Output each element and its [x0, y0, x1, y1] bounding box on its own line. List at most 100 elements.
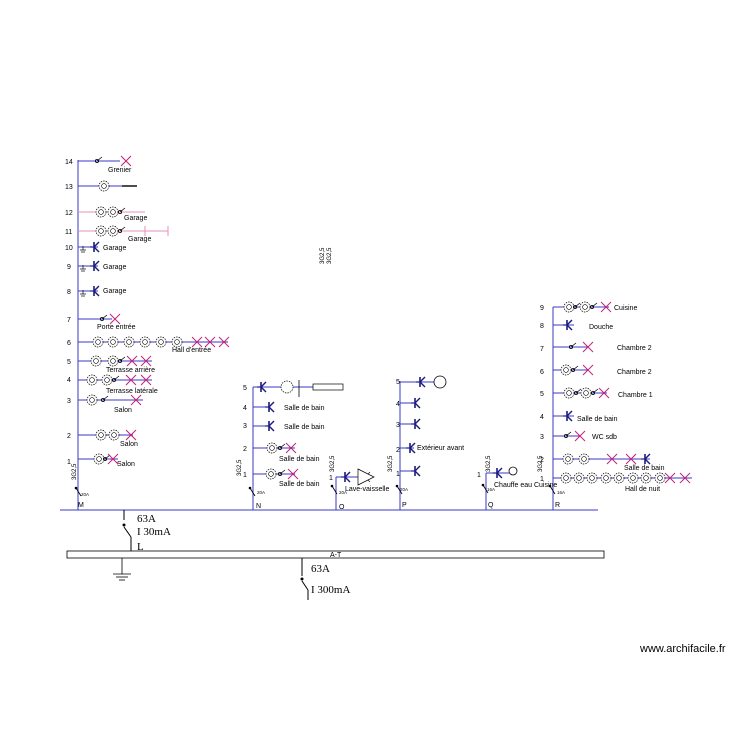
circuit-number: 13 — [65, 184, 73, 191]
luminaire-icon — [101, 374, 113, 386]
circuit-number: 1 — [477, 472, 481, 479]
socket-pin — [566, 324, 573, 331]
breaker-rating: 20A — [400, 487, 408, 492]
switch-lever — [113, 375, 120, 381]
luminaire-icon — [108, 429, 120, 441]
load-cross-icon — [109, 313, 121, 325]
group-m: 14 13 12 11 10 9 8 7 6 5 4 3 2 1 Grenier… — [65, 159, 211, 509]
luminaire-ring — [579, 301, 591, 313]
cross-stroke — [140, 355, 152, 367]
luminaire-ring — [578, 453, 590, 465]
group-letter: P — [402, 502, 407, 509]
luminaire-icon — [93, 453, 105, 465]
luminaire-ring — [627, 472, 639, 484]
luminaire-icon — [563, 301, 575, 313]
socket-icon — [265, 420, 275, 432]
luminaire-ring — [265, 468, 277, 480]
switch-pivot — [277, 445, 282, 450]
circuit-label: Garage — [124, 215, 147, 222]
circuit-number: 8 — [67, 289, 71, 296]
breaker-lever — [75, 487, 82, 497]
wiring-layer — [60, 160, 692, 600]
luminaire-icon — [95, 225, 107, 237]
switch-icon — [277, 443, 286, 450]
device-symbols-layer — [66, 155, 691, 581]
luminaire-core — [98, 432, 104, 438]
switch-icon — [574, 388, 582, 395]
circuit-number: 2 — [396, 447, 400, 454]
watermark: www.archifacile.fr — [639, 643, 726, 655]
circuit-number: 11 — [65, 229, 72, 236]
circuit-label: WC sdb — [592, 434, 617, 441]
socket-icon — [563, 319, 573, 331]
main-breaker-contact — [122, 523, 126, 527]
group-n: 5 4 3 2 1 Salle de bain Salle de bain Sa… — [237, 385, 325, 510]
socket-pin — [344, 471, 351, 478]
socket-icon — [90, 260, 100, 272]
luminaire-core — [603, 475, 609, 481]
cross-stroke — [120, 155, 132, 167]
luminaire-icon — [586, 472, 598, 484]
luminaire-core — [269, 445, 275, 451]
breaker-lever — [549, 485, 556, 495]
socket-pin — [414, 423, 421, 430]
switch-pivot — [573, 304, 578, 309]
circuit-number: 1 — [329, 475, 333, 482]
circuit-number: 5 — [243, 385, 247, 392]
cross-stroke — [204, 336, 216, 348]
switch-pivot — [100, 316, 105, 321]
luminaire-core — [566, 304, 572, 310]
switch-lever — [570, 342, 577, 348]
luminaire-icon — [560, 364, 572, 376]
luminaire-core — [657, 475, 663, 481]
socket-pin — [93, 241, 100, 248]
luminaire-icon — [86, 394, 98, 406]
load-cross-icon — [664, 472, 676, 484]
group-letter: Q — [488, 502, 494, 509]
circuit-label: Cuisine — [614, 305, 637, 312]
luminaire-ring — [95, 225, 107, 237]
luminaire-core — [566, 390, 572, 396]
socket-icon — [563, 410, 573, 422]
circuit-label: Salle de bain — [284, 424, 325, 431]
socket-icon — [493, 467, 503, 479]
luminaire-icon — [563, 387, 575, 399]
load-cross-icon — [285, 442, 297, 454]
switch-lever — [101, 314, 108, 320]
switch-pivot — [112, 377, 117, 382]
main-breaker-rating: 63A — [137, 513, 156, 525]
luminaire-icon — [579, 301, 591, 313]
socket-pin — [419, 376, 426, 383]
socket-icon — [90, 285, 100, 297]
luminaire-core — [96, 456, 102, 462]
circuit-number: 6 — [67, 340, 71, 347]
breaker-icon — [395, 484, 403, 495]
circuit-number: 1 — [396, 471, 400, 478]
luminaire-ring — [600, 472, 612, 484]
circuit-label: Chambre 1 — [618, 392, 653, 399]
dishwasher-icon — [357, 468, 375, 486]
luminaire-icon — [171, 336, 183, 348]
cable-label: 3G2,5 — [388, 455, 394, 472]
earth-icon — [80, 265, 86, 272]
circuit-number: 8 — [540, 323, 544, 330]
group-r: 9 8 7 6 5 4 3 2 1 Cuisine Douche Chambre… — [538, 305, 665, 509]
main-breaker-contact — [300, 577, 304, 581]
breaker-icon — [330, 484, 338, 495]
switch-pivot — [571, 367, 576, 372]
luminaire-ring — [107, 206, 119, 218]
luminaire-icon — [86, 374, 98, 386]
switch-icon — [118, 226, 126, 233]
luminaire-core — [110, 339, 116, 345]
switch-icon — [118, 356, 126, 363]
cross-stroke — [606, 453, 618, 465]
luminaire-core — [89, 397, 95, 403]
cross-stroke — [285, 442, 297, 454]
switch-pivot — [118, 358, 123, 363]
luminaire-icon — [139, 336, 151, 348]
water-heater-icon — [508, 466, 518, 476]
switch-pivot — [95, 158, 100, 163]
circuit-number: 3 — [67, 398, 71, 405]
circuit-label: Terrasse latérale — [106, 388, 158, 395]
switch-pivot — [591, 390, 596, 395]
